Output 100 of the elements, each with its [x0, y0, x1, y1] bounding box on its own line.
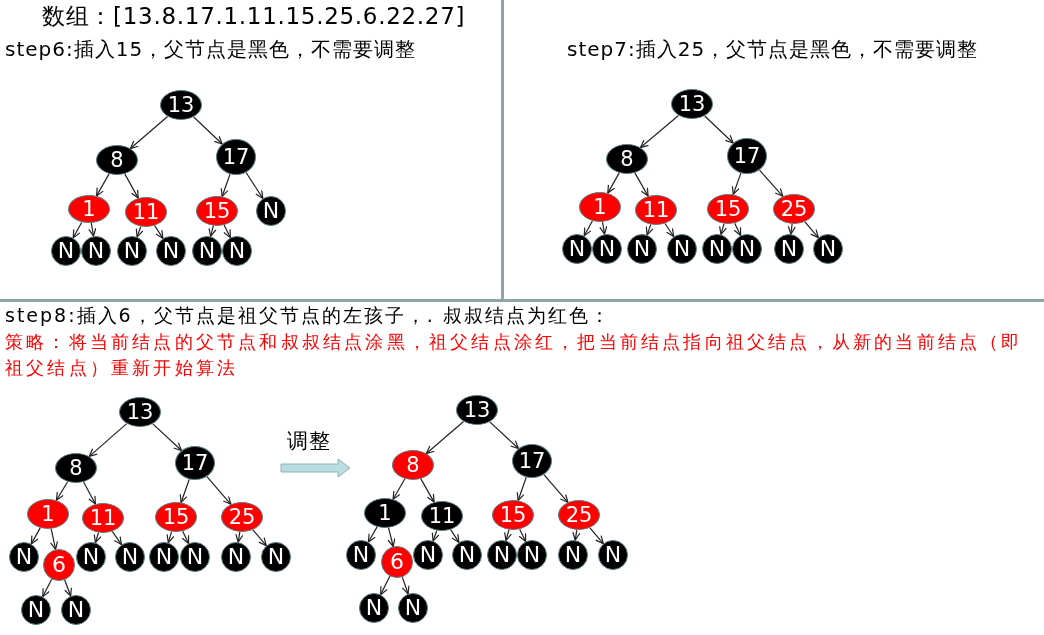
- tree-node: [156, 236, 186, 266]
- tree-node: [96, 145, 138, 175]
- tree-node: [51, 236, 81, 266]
- arrow: [166, 531, 175, 544]
- node-value: 17: [518, 450, 546, 472]
- tree-node: [452, 540, 482, 570]
- node-value: 13: [463, 399, 491, 421]
- step-description: step7:插入25，父节点是黑色，不需要调整: [567, 36, 979, 62]
- node-value: 17: [733, 145, 761, 167]
- arrow: [135, 225, 144, 238]
- node-value: N: [604, 544, 622, 566]
- tree-node: [117, 236, 147, 266]
- node-value: 25: [780, 198, 808, 220]
- node-value: 25: [565, 504, 593, 526]
- node-value: 11: [428, 505, 456, 527]
- arrow: [420, 478, 435, 503]
- arrow: [193, 116, 223, 145]
- node-value: N: [186, 546, 204, 568]
- arrow: [704, 115, 734, 144]
- node-value: N: [819, 238, 837, 260]
- node-value: 6: [52, 554, 66, 576]
- node-value: 13: [167, 94, 195, 116]
- tree-node: [773, 194, 815, 224]
- arrow: [787, 223, 796, 235]
- tree-node: [359, 593, 389, 623]
- tree-node: [256, 196, 286, 226]
- tree-node: [27, 499, 69, 529]
- arrow: [719, 223, 727, 236]
- step-description: 策略：将当前结点的父节点和叔叔结点涂黑，祖父结点涂红，把当前结点指向祖父结点，从新的当前结点（即祖父结点）重新开始算法: [5, 330, 1024, 380]
- tree-node: [512, 444, 552, 478]
- tree-node: [707, 194, 749, 224]
- node-value: N: [57, 240, 75, 262]
- node-value: 8: [110, 149, 124, 171]
- node-value: 17: [181, 452, 209, 474]
- node-value: N: [267, 546, 285, 568]
- node-value: N: [262, 200, 280, 222]
- arrow: [72, 221, 83, 239]
- tree-node: [562, 234, 592, 264]
- node-value: 1: [378, 502, 392, 524]
- arrow: [30, 527, 41, 545]
- arrow: [758, 169, 784, 197]
- tree-node: [55, 453, 97, 483]
- arrow: [64, 579, 72, 597]
- node-value: N: [598, 238, 616, 260]
- tree-node: [671, 89, 713, 119]
- arrow: [367, 526, 378, 543]
- arrow: [489, 421, 520, 450]
- node-value: N: [123, 240, 141, 262]
- arrow: [152, 423, 183, 452]
- node-value: 6: [390, 551, 404, 573]
- arrow: [245, 171, 264, 199]
- arrow: [639, 114, 680, 149]
- arrow: [179, 478, 190, 504]
- node-value: 17: [222, 146, 250, 168]
- node-value: N: [121, 546, 139, 568]
- arrow: [607, 172, 620, 194]
- tree-node: [517, 540, 547, 570]
- tree-node: [125, 197, 167, 227]
- tree-node: [727, 138, 767, 174]
- tree-node: [702, 234, 732, 264]
- node-value: 13: [126, 401, 154, 423]
- node-value: N: [568, 238, 586, 260]
- tree-node: [81, 236, 111, 266]
- arrow: [401, 576, 410, 595]
- node-value: N: [162, 240, 180, 262]
- arrow: [235, 531, 244, 543]
- tree-node: [43, 549, 75, 581]
- tree-node: [9, 542, 39, 572]
- tree-node: [381, 546, 413, 578]
- tree-node: [592, 234, 622, 264]
- arrow: [572, 529, 581, 541]
- tree-node: [261, 542, 291, 572]
- node-value: N: [365, 597, 383, 619]
- tree-node: [667, 234, 697, 264]
- node-value: N: [228, 240, 246, 262]
- tree-node: [627, 234, 657, 264]
- tree-node: [558, 540, 588, 570]
- arrow: [504, 529, 512, 542]
- node-value: 8: [620, 148, 634, 170]
- tree-node: [598, 540, 628, 570]
- arrow: [55, 481, 69, 501]
- tree-node: [398, 593, 428, 623]
- tree-node: [774, 234, 804, 264]
- node-value: 13: [678, 93, 706, 115]
- arrow: [543, 474, 569, 503]
- tree-node: [421, 501, 463, 531]
- node-value: 11: [642, 199, 670, 221]
- tree-node: [160, 90, 202, 120]
- tree-node: [119, 397, 161, 427]
- arrow: [392, 478, 406, 500]
- node-value: N: [673, 238, 691, 260]
- arrow: [83, 481, 96, 505]
- node-value: 8: [69, 457, 83, 479]
- node-value: N: [404, 597, 422, 619]
- tree-node: [579, 192, 621, 222]
- tree-node: [487, 540, 517, 570]
- tree-node: [413, 540, 443, 570]
- tree-node: [606, 144, 648, 174]
- tree-node: [61, 595, 91, 625]
- arrow: [634, 172, 649, 197]
